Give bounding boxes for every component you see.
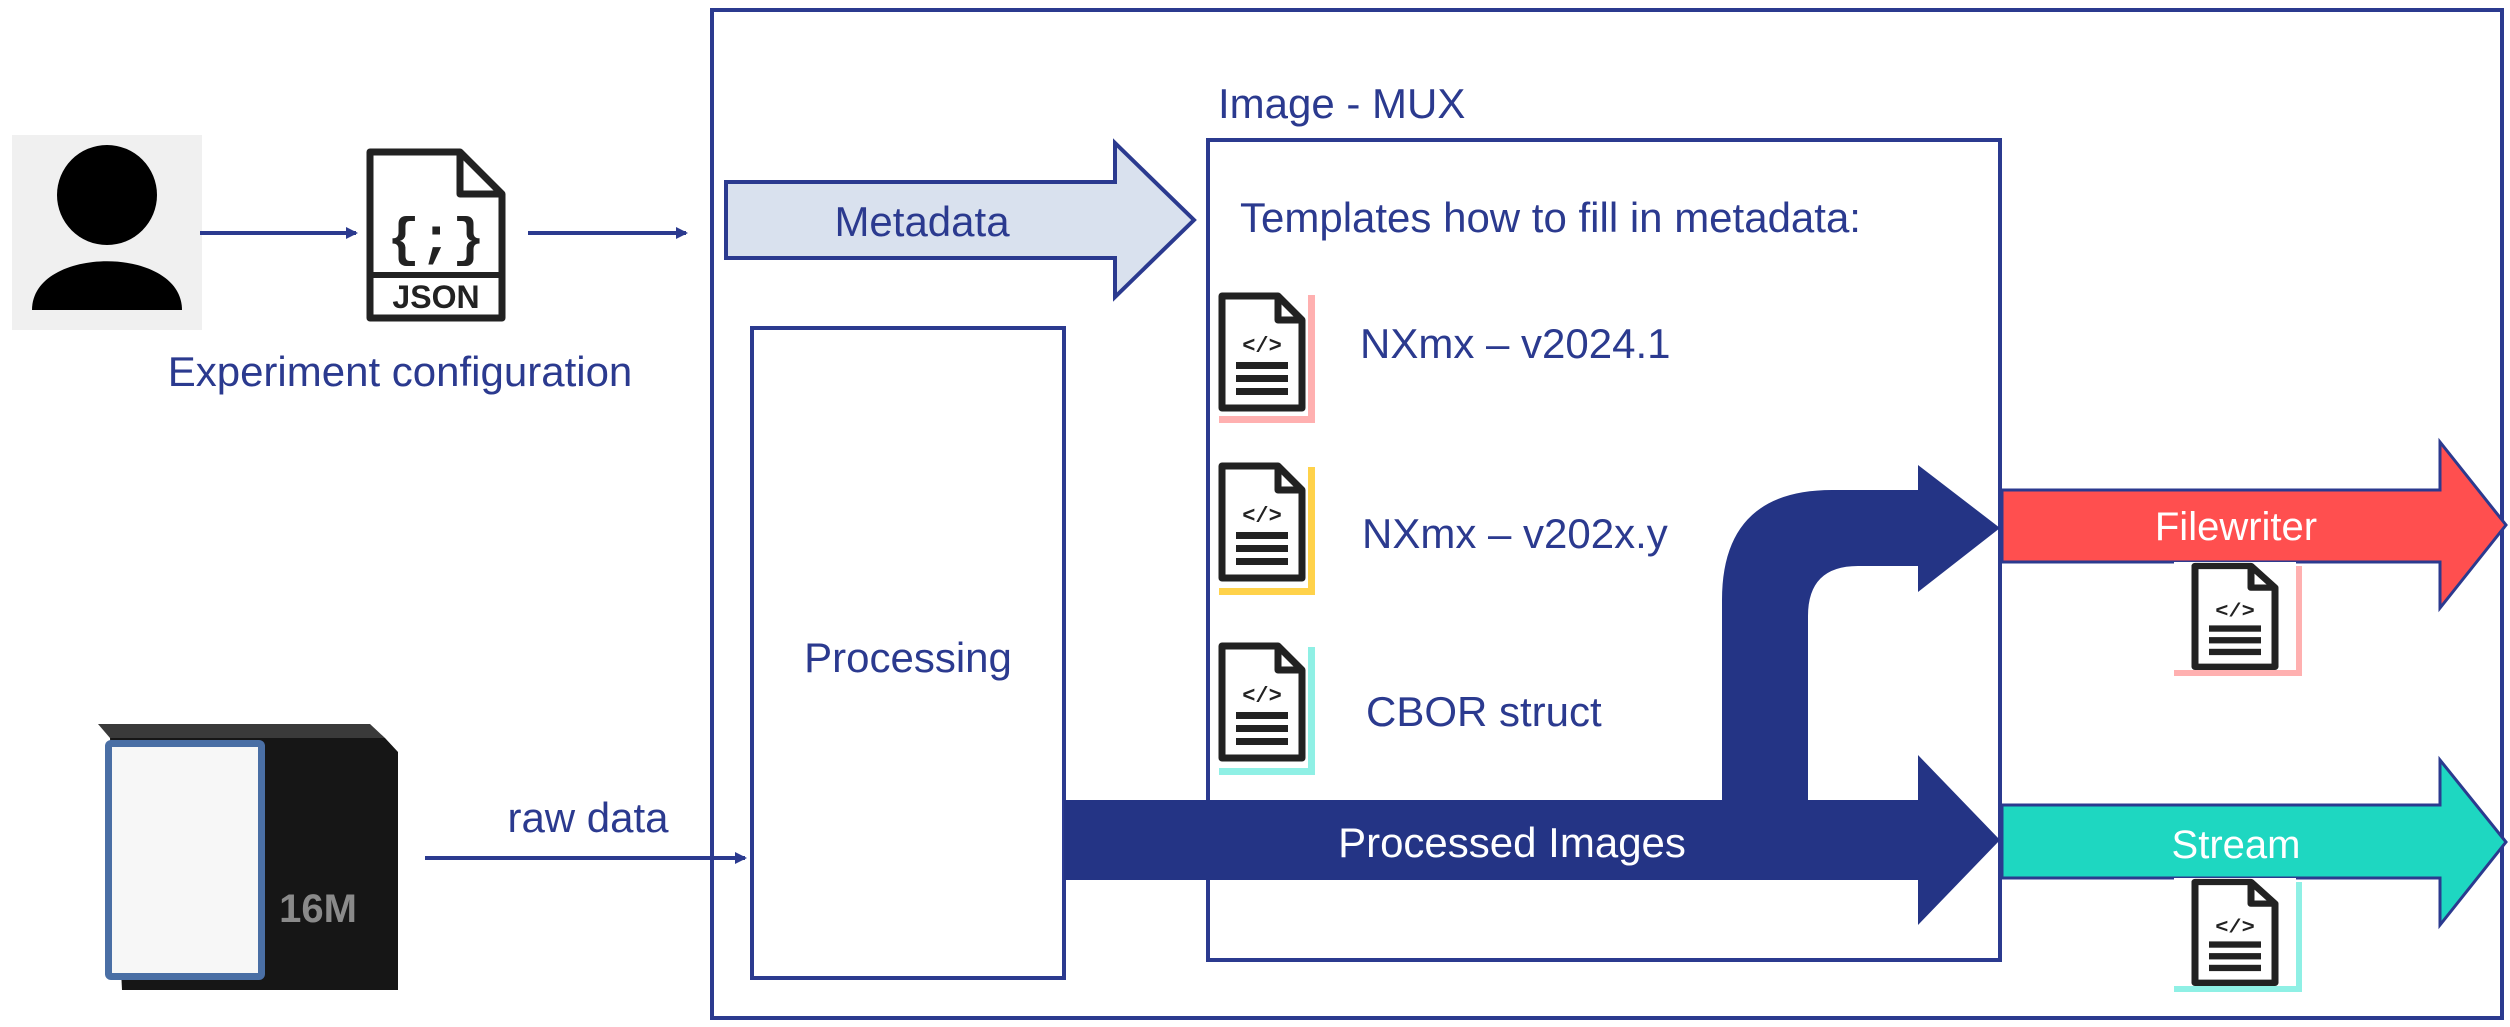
templates-heading: Templates how to fill in metadata: (1240, 194, 1861, 241)
template-2-label: NXmx – v202x.y (1362, 510, 1668, 557)
stream-arrow (2000, 755, 2508, 930)
template-2-doc-icon (1212, 460, 1315, 595)
svg-text:{;}: {;} (387, 211, 484, 272)
stream-label: Stream (2172, 823, 2301, 867)
template-1-doc-icon (1212, 288, 1315, 423)
filewriter-doc-icon (2174, 562, 2302, 676)
stream-doc-icon (2174, 878, 2302, 992)
json-badge: JSON (392, 279, 479, 315)
raw-data-label: raw data (507, 794, 669, 841)
processed-images-label: Processed Images (1338, 819, 1686, 866)
metadata-label: Metadata (834, 198, 1010, 245)
template-3-doc-icon (1212, 640, 1315, 775)
person-icon (12, 135, 202, 330)
template-1-label: NXmx – v2024.1 (1360, 320, 1671, 367)
detector-model-label: 16M (279, 887, 357, 931)
detector-device-icon: 16M (98, 724, 398, 990)
filewriter-label: Filewriter (2155, 505, 2317, 549)
system-frame (710, 8, 2504, 1020)
processed-images-arrow (1064, 755, 2000, 925)
image-mux-box (1206, 138, 2002, 962)
filewriter-branch-arrow (1722, 465, 2000, 810)
metadata-arrow (724, 138, 1197, 302)
json-file-icon: {;} (366, 148, 506, 322)
filewriter-arrow (2000, 437, 2508, 613)
processing-label: Processing (804, 634, 1012, 681)
processing-box (750, 326, 1066, 980)
experiment-configuration-label: Experiment configuration (168, 348, 633, 395)
image-mux-title: Image - MUX (1218, 80, 1465, 127)
template-3-label: CBOR struct (1366, 688, 1602, 735)
